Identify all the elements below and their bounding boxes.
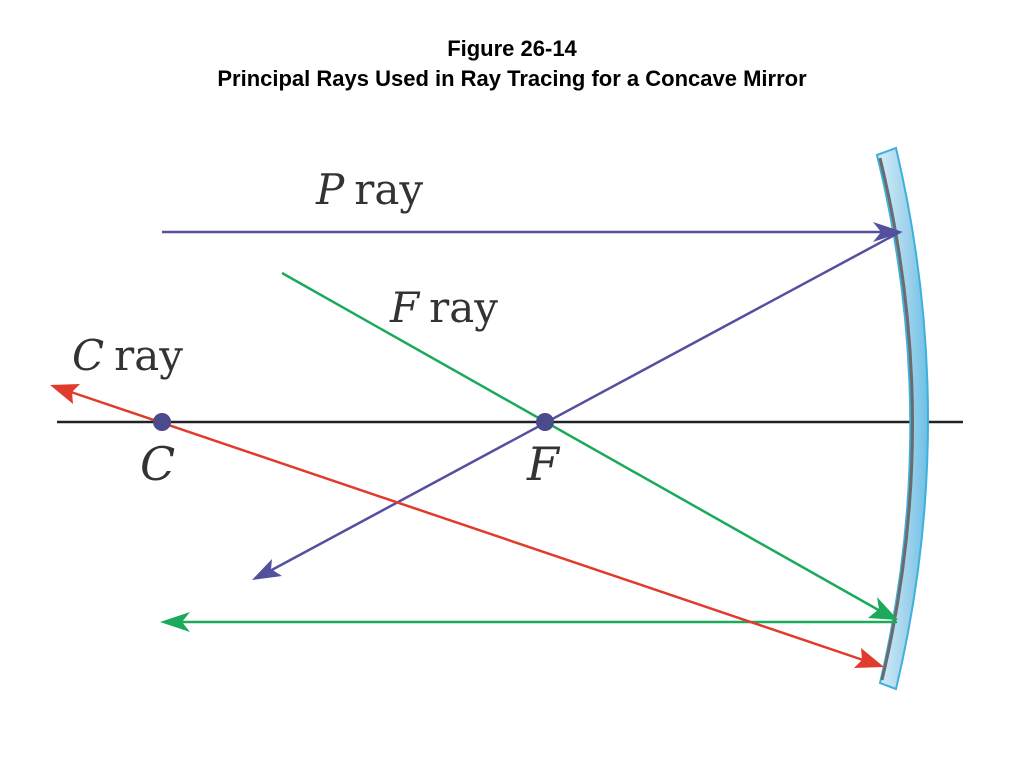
f-ray-letter: F bbox=[389, 283, 421, 332]
concave-mirror bbox=[875, 146, 929, 691]
c-ray-arrowhead-out bbox=[50, 384, 80, 404]
f-ray-word: ray bbox=[429, 283, 498, 332]
f-ray bbox=[160, 271, 898, 632]
p-ray-letter: P bbox=[315, 165, 345, 214]
p-ray-word: ray bbox=[354, 165, 423, 214]
c-ray bbox=[50, 384, 884, 668]
figure-title: Principal Rays Used in Ray Tracing for a… bbox=[217, 66, 807, 91]
c-ray-word: ray bbox=[114, 331, 183, 380]
p-ray-arrowhead-in bbox=[873, 222, 903, 242]
figure-number: Figure 26-14 bbox=[447, 36, 577, 61]
center-label: C bbox=[140, 437, 175, 491]
f-ray-arrowhead-out bbox=[160, 612, 190, 632]
focus-label: F bbox=[526, 437, 561, 491]
c-ray-letter: C bbox=[72, 331, 104, 380]
figure-title-block: Figure 26-14 Principal Rays Used in Ray … bbox=[0, 34, 1024, 94]
c-ray-arrowhead-in bbox=[854, 648, 884, 668]
f-ray-arrowhead-in bbox=[868, 597, 898, 620]
p-ray bbox=[162, 222, 903, 580]
p-ray-arrowhead-out bbox=[252, 559, 282, 580]
center-of-curvature-point bbox=[153, 413, 171, 431]
focal-point bbox=[536, 413, 554, 431]
